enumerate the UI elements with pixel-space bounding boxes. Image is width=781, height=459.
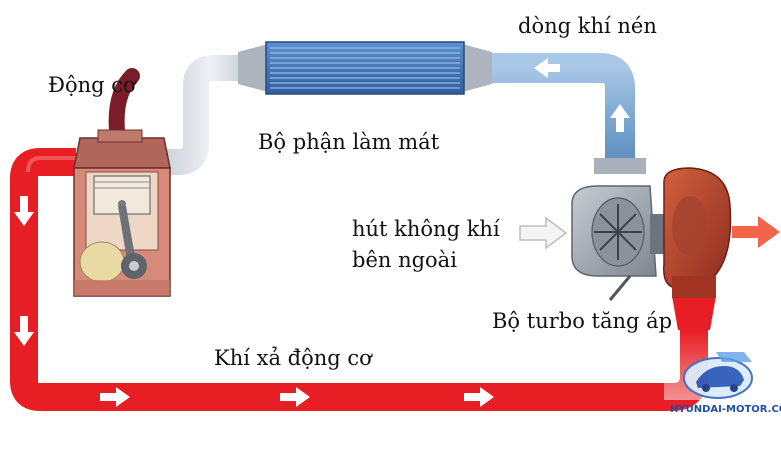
- arrow-left-icon: [534, 58, 560, 78]
- turbo-label: Bộ turbo tăng áp: [492, 309, 673, 333]
- engine: [73, 68, 171, 297]
- cooler-label: Bộ phận làm mát: [258, 130, 440, 154]
- turbocharger: [571, 167, 732, 301]
- arrow-down-icon: [14, 316, 34, 346]
- compressed-flow-arrows: [534, 58, 630, 132]
- intake-label-line2: bên ngoài: [352, 248, 457, 272]
- arrow-right-icon: [280, 387, 310, 407]
- arrow-right-icon: [464, 387, 494, 407]
- exhaust-flow-arrows: [14, 196, 494, 407]
- cooler-fins: [270, 47, 460, 89]
- intake-arrow-icon: [519, 216, 568, 250]
- intercooler: [238, 41, 492, 95]
- intake-pipe: [160, 53, 646, 175]
- arrow-down-icon: [14, 196, 34, 226]
- arrow-up-icon: [610, 104, 630, 132]
- engine-label: Động cơ: [48, 73, 136, 97]
- exhaust-exit-arrow-icon: [732, 216, 780, 248]
- exhaust-label: Khí xả động cơ: [214, 346, 372, 370]
- watermark-text: HYUNDAI-MOTOR.COM.VN: [670, 404, 781, 415]
- intake-label-line1: hút không khí: [352, 217, 500, 241]
- compressed-air-label: dòng khí nén: [518, 14, 657, 38]
- watermark-logo: [683, 352, 753, 399]
- arrow-right-icon: [100, 387, 130, 407]
- compressor-wheel: [594, 204, 642, 260]
